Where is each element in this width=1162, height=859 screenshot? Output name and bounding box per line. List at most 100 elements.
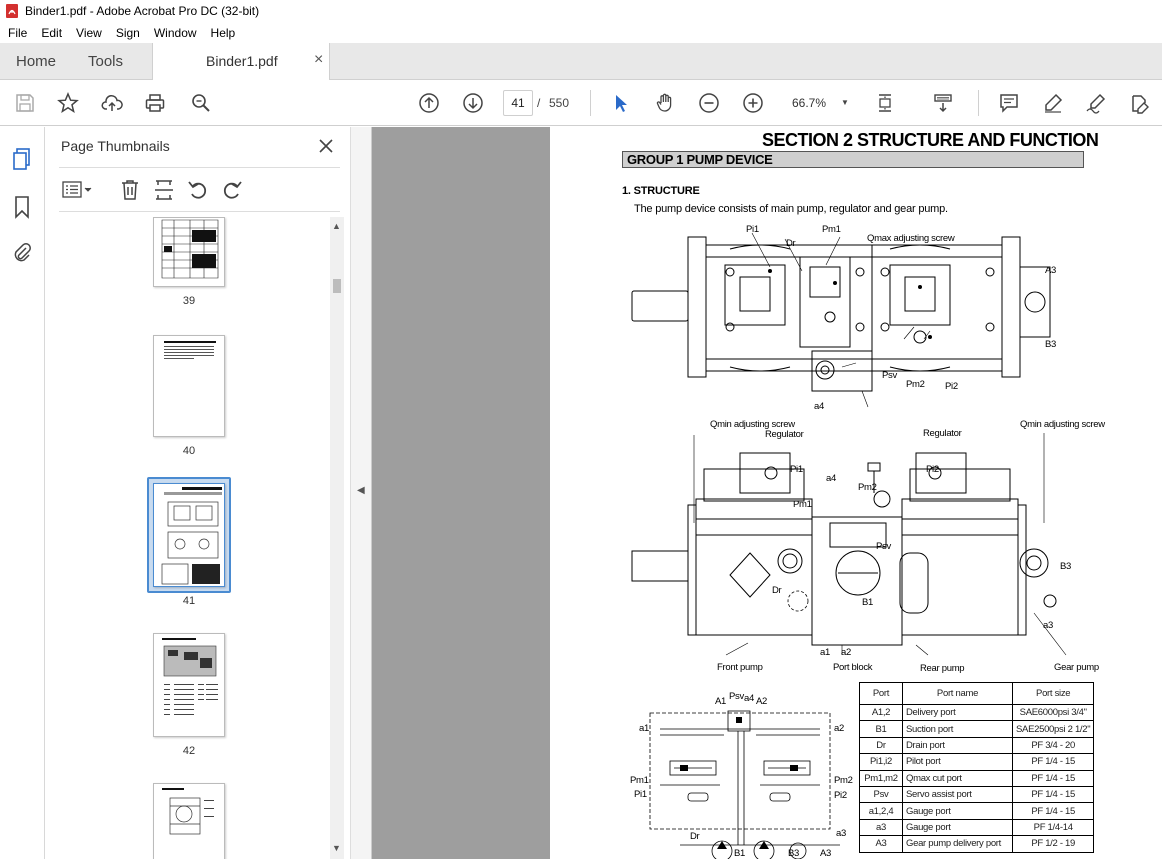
thumbnail-list: 39 40 xyxy=(45,217,345,859)
bookmarks-icon[interactable] xyxy=(13,195,31,219)
options-menu-icon[interactable] xyxy=(61,179,95,201)
zoom-out-icon[interactable] xyxy=(698,92,720,114)
thumbnail-tools xyxy=(59,177,344,203)
label-pi2-mid: Pi2 xyxy=(926,464,939,475)
label-a4-circuit: a4 xyxy=(744,693,754,704)
menu-edit[interactable]: Edit xyxy=(41,25,63,40)
table-cell: PF 1/4 - 15 xyxy=(1011,769,1095,787)
page-number-input[interactable]: 41 xyxy=(503,90,533,116)
left-rail xyxy=(0,127,45,859)
table-cell: PF 1/2 - 19 xyxy=(1011,835,1095,853)
label-gear-pump: Gear pump xyxy=(1054,662,1099,673)
document-view[interactable]: SECTION 2 STRUCTURE AND FUNCTION GROUP 1… xyxy=(372,127,1162,859)
close-icon[interactable] xyxy=(317,137,335,155)
delete-page-icon[interactable] xyxy=(119,178,141,202)
upload-cloud-icon[interactable] xyxy=(101,92,123,114)
thumbnail-page-41[interactable] xyxy=(153,483,225,587)
table-cell: Drain port xyxy=(902,736,1013,755)
tab-tools[interactable]: Tools xyxy=(88,53,124,70)
comment-icon[interactable] xyxy=(998,92,1020,114)
toolbar-separator xyxy=(590,90,591,116)
label-qmax-screw: Qmax adjusting screw xyxy=(867,233,955,244)
table-cell: Pilot port xyxy=(902,753,1013,771)
thumbnail-page-43[interactable] xyxy=(153,783,225,859)
heading: 1. STRUCTURE xyxy=(622,185,700,197)
save-icon[interactable] xyxy=(14,92,36,114)
pump-front-view-drawing xyxy=(631,433,1067,656)
find-zoom-icon[interactable] xyxy=(190,92,212,114)
tab-document[interactable]: Binder1.pdf × xyxy=(152,43,330,81)
scroll-down-icon[interactable]: ▼ xyxy=(332,843,341,853)
menu-window[interactable]: Window xyxy=(153,25,197,40)
label-pi1-mid: Pi1 xyxy=(790,464,803,475)
table-cell: A3 xyxy=(859,835,903,853)
menu-sign[interactable]: Sign xyxy=(115,25,140,40)
page-thumbnails-icon[interactable] xyxy=(11,147,33,171)
zoom-select[interactable]: 66.7% ▼ xyxy=(785,90,857,116)
chevron-down-icon: ▼ xyxy=(841,98,849,107)
edit-pdf-icon[interactable] xyxy=(1128,92,1150,114)
menu-bar: File Edit View Sign Window Help xyxy=(0,22,1162,43)
acrobat-icon xyxy=(6,4,18,18)
page-fit-icon[interactable] xyxy=(876,92,898,114)
tab-document-label: Binder1.pdf xyxy=(206,53,278,69)
table-cell: Dr xyxy=(859,736,903,755)
toolbar-separator xyxy=(978,90,979,116)
zoom-in-icon[interactable] xyxy=(742,92,764,114)
extract-page-icon[interactable] xyxy=(153,178,175,202)
thumbnail-page-40[interactable] xyxy=(153,335,225,437)
pdf-page: SECTION 2 STRUCTURE AND FUNCTION GROUP 1… xyxy=(550,127,1162,859)
previous-page-icon[interactable] xyxy=(418,92,440,114)
label-pi2-top: Pi2 xyxy=(945,381,958,392)
scroll-up-icon[interactable]: ▲ xyxy=(332,221,341,231)
label-a2-circuit-top: A2 xyxy=(756,696,768,707)
label-regulator-right: Regulator xyxy=(923,428,962,439)
toolbar: ▼ xyxy=(0,80,1162,184)
page-thumbnails-panel: Page Thumbnails xyxy=(45,127,350,859)
sign-icon[interactable] xyxy=(1085,92,1107,114)
rotate-clockwise-icon[interactable] xyxy=(221,178,243,202)
thumbnail-scrollbar[interactable]: ▲ ▼ xyxy=(330,217,344,859)
print-icon[interactable] xyxy=(144,92,166,114)
label-pm2-circuit: Pm2 xyxy=(834,775,853,786)
table-header: Port size xyxy=(1011,682,1095,705)
hand-tool-icon[interactable] xyxy=(654,92,676,114)
group-title: GROUP 1 PUMP DEVICE xyxy=(627,152,773,167)
table-header-row: Port Port name Port size xyxy=(859,682,1095,705)
highlight-pen-icon[interactable] xyxy=(1042,92,1064,114)
menu-view[interactable]: View xyxy=(76,25,102,40)
panel-title: Page Thumbnails xyxy=(61,138,170,154)
collapse-left-icon[interactable]: ◀ xyxy=(357,485,365,496)
select-cursor-icon[interactable] xyxy=(610,92,632,114)
bookmark-star-icon[interactable] xyxy=(57,92,79,114)
label-b3-mid: B3 xyxy=(1060,561,1072,572)
table-header: Port xyxy=(859,682,903,705)
menu-help[interactable]: Help xyxy=(210,25,236,40)
panel-collapse-strip[interactable]: ◀ xyxy=(350,127,372,859)
title-bar: Binder1.pdf - Adobe Acrobat Pro DC (32-b… xyxy=(0,0,1162,22)
pump-top-view-drawing xyxy=(631,232,1051,408)
menu-file[interactable]: File xyxy=(8,25,28,40)
scrollbar-thumb[interactable] xyxy=(333,279,341,293)
close-tab-icon[interactable]: × xyxy=(314,51,324,68)
rotate-counterclockwise-icon[interactable] xyxy=(187,178,209,202)
label-a1-circuit: a1 xyxy=(639,723,649,734)
table-cell: PF 1/4 - 15 xyxy=(1011,785,1095,804)
label-a1-circuit-top: A1 xyxy=(715,696,727,707)
label-pm1-top: Pm1 xyxy=(822,224,841,235)
label-a2-mid: a2 xyxy=(841,647,851,658)
thumbnail-page-39[interactable] xyxy=(153,217,225,287)
tab-home[interactable]: Home xyxy=(16,53,57,70)
next-page-icon[interactable] xyxy=(462,92,484,114)
thumbnail-label: 40 xyxy=(182,445,196,457)
thumbnail-label: 39 xyxy=(182,295,196,307)
thumbnail-page-42[interactable] xyxy=(153,633,225,737)
thumbnail-label: 41 xyxy=(182,595,196,607)
scroll-mode-icon[interactable] xyxy=(932,92,954,114)
attachments-icon[interactable] xyxy=(11,241,33,265)
label-dr-top: Dr xyxy=(786,238,796,249)
